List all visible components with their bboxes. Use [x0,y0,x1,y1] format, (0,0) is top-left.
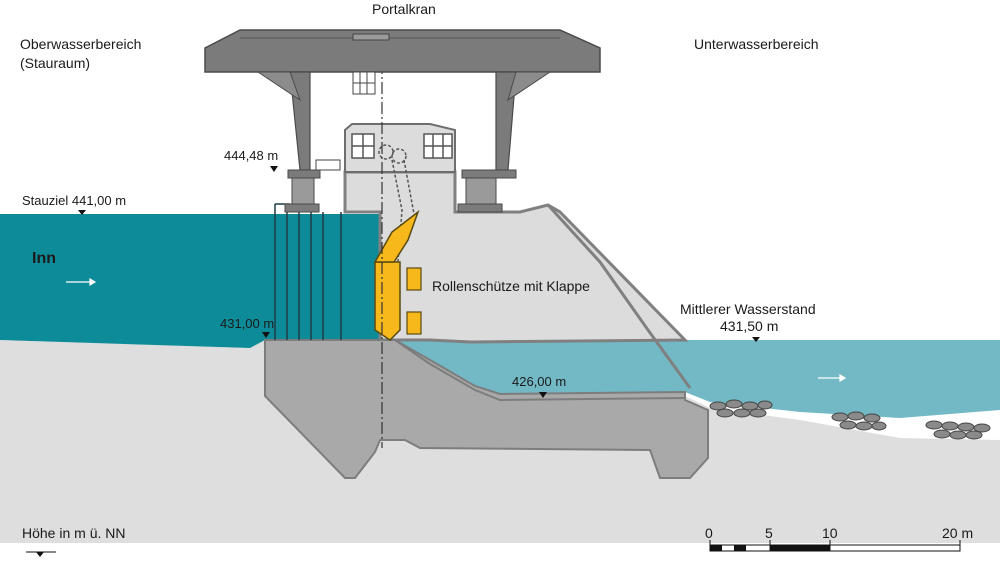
riprap-stones [709,399,991,440]
scale-tick-5: 5 [765,525,773,541]
portal-crane [204,29,601,213]
scale-tick-20m: 20 m [942,525,973,541]
crane-elevation-label: 444,48 m [224,148,278,163]
height-note-label: Höhe in m ü. NN [22,525,125,541]
height-note-marker [36,552,44,557]
scale-tick-0: 0 [705,525,713,541]
house-window-right [423,133,453,159]
flow-arrow-upstream [66,277,97,287]
portal-crane-label: Portalkran [372,1,436,17]
gate-flap [373,209,420,263]
basin-inner-line [394,339,686,402]
flow-arrow-downstream [818,373,847,383]
river-name-label: Inn [32,250,56,267]
mean-water-elevation-label: 431,50 m [720,318,778,334]
house-window-left [351,133,375,159]
gate-label: Rollenschütze mit Klappe [432,278,590,294]
upstream-area-sublabel: (Stauraum) [20,55,90,71]
sill-elevation-label: 431,00 m [220,316,274,331]
scale-tick-10: 10 [822,525,838,541]
roller-gate [374,261,401,341]
elevation-marker-crane [270,166,278,172]
elevation-marker-stauziel [78,210,86,215]
elevation-marker-sill [262,332,270,338]
weir-concrete-section [264,339,709,479]
storage-target-label: Stauziel 441,00 m [22,193,126,208]
downstream-area-label: Unterwasserbereich [694,36,819,52]
mean-water-label: Mittlerer Wasserstand [680,301,816,317]
gate-rollers [406,267,422,335]
elevation-marker-basin [539,392,547,398]
downstream-water [395,340,1000,418]
pier-downstream-face [546,203,692,389]
elevation-marker-mean-water [752,337,760,342]
upstream-water [0,214,380,348]
stoplog-guides [274,203,342,340]
scale-bar [709,540,961,552]
upstream-area-label: Oberwasserbereich [20,36,141,52]
basin-elevation-label: 426,00 m [512,374,566,389]
